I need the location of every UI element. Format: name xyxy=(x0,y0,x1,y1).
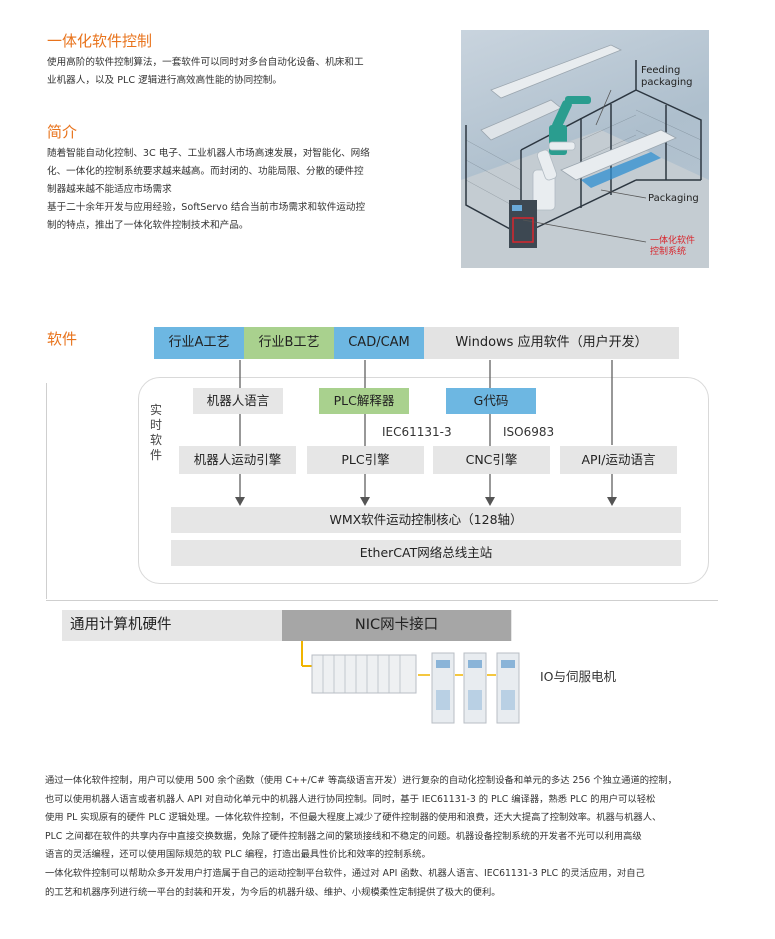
box-nic-interface: NIC网卡接口 xyxy=(282,610,511,641)
diagram-divider-horizontal xyxy=(46,600,718,601)
caption-feeding-packaging: Feeding packaging xyxy=(641,65,693,89)
caption-line: 控制系统 xyxy=(650,247,687,257)
box-cnc-engine: CNC引擎 xyxy=(433,446,550,474)
box-plc-engine: PLC引擎 xyxy=(307,446,424,474)
text-line: 一体化软件控制可以帮助众多开发用户打造属于自己的运动控制平台软件，通过对 API… xyxy=(45,867,645,879)
diagram-divider-vertical xyxy=(46,383,47,599)
text-line: 制器越来越不能适应市场需求 xyxy=(47,184,172,195)
caption-integrated-system: 一体化软件 控制系统 xyxy=(650,236,695,258)
box-g-code: G代码 xyxy=(446,388,536,414)
text-line: 制的特点，推出了一体化软件控制技术和产品。 xyxy=(47,220,249,231)
box-cad-cam: CAD/CAM xyxy=(334,327,424,359)
text-line: PLC 之间都在软件的共享内存中直接交换数据，免除了硬件控制器之间的繁琐接线和不… xyxy=(45,830,642,842)
section-intro-text: 随着智能自动化控制、3C 电子、工业机器人市场高速发展，对智能化、网络 化、一体… xyxy=(47,145,427,235)
text-line: 使用高阶的软件控制算法，一套软件可以同时对多台自动化设备、机床和工 xyxy=(47,57,364,68)
caption-line: packaging xyxy=(641,77,693,88)
factory-cell-illustration xyxy=(461,44,709,268)
standard-iec61131: IEC61131-3 xyxy=(382,425,452,439)
text-line: 通过一体化软件控制，用户可以使用 500 余个函数（使用 C++/C# 等高级语… xyxy=(45,775,677,786)
factory-cell-photo: Feeding packaging Packaging 一体化软件 控制系统 xyxy=(461,30,709,268)
section-title-intro: 简介 xyxy=(47,123,78,141)
text-line: 基于二十余年开发与应用经验，SoftServo 结合当前市场需求和软件运动控 xyxy=(47,202,366,213)
box-windows-apps: Windows 应用软件（用户开发） xyxy=(424,327,679,359)
text-line: 随着智能自动化控制、3C 电子、工业机器人市场高速发展，对智能化、网络 xyxy=(47,148,370,159)
box-ethercat-master: EtherCAT网络总线主站 xyxy=(171,540,681,566)
box-plc-interpreter: PLC解释器 xyxy=(319,388,409,414)
text-line: 业机器人，以及 PLC 逻辑进行高效高性能的协同控制。 xyxy=(47,75,282,86)
bottom-description: 通过一体化软件控制，用户可以使用 500 余个函数（使用 C++/C# 等高级语… xyxy=(45,772,733,902)
text-line: 化、一体化的控制系统要求越来越高。而封闭的、功能局限、分散的硬件控 xyxy=(47,166,364,177)
caption-line: 一体化软件 xyxy=(650,236,696,246)
realtime-software-frame xyxy=(138,377,709,584)
box-robot-motion-engine: 机器人运动引擎 xyxy=(179,446,296,474)
box-api-motion-language: API/运动语言 xyxy=(560,446,677,474)
text-line: 使用 PL 实现原有的硬件 PLC 逻辑处理。一体化软件控制，不但最大程度上减少… xyxy=(45,812,662,824)
section-title-integrated-control: 一体化软件控制 xyxy=(47,32,153,50)
box-wmx-core: WMX软件运动控制核心（128轴） xyxy=(171,507,681,533)
box-robot-language: 机器人语言 xyxy=(193,388,283,414)
box-industry-a-process: 行业A工艺 xyxy=(154,327,244,359)
standard-iso6983: ISO6983 xyxy=(503,425,555,439)
text-line: 语言的灵活编程，还可以使用国际规范的软 PLC 编程，打造出最具性价比和效率的控… xyxy=(45,849,431,861)
label-io-servo: IO与伺服电机 xyxy=(540,669,617,684)
caption-packaging: Packaging xyxy=(648,193,699,204)
caption-line: Feeding xyxy=(641,65,681,76)
text-line: 也可以使用机器人语言或者机器人 API 对自动化单元中的机器人进行协同控制。同时… xyxy=(45,793,656,805)
realtime-software-label: 实时软件 xyxy=(149,403,162,462)
box-industry-b-process: 行业B工艺 xyxy=(244,327,334,359)
text-line: 的工艺和机器序列进行统一平台的封装和开发，为今后的机器升级、维护、小规模柔性定制… xyxy=(45,886,501,898)
section-integrated-control-text: 使用高阶的软件控制算法，一套软件可以同时对多台自动化设备、机床和工 业机器人，以… xyxy=(47,54,427,90)
section-title-software: 软件 xyxy=(47,330,78,348)
